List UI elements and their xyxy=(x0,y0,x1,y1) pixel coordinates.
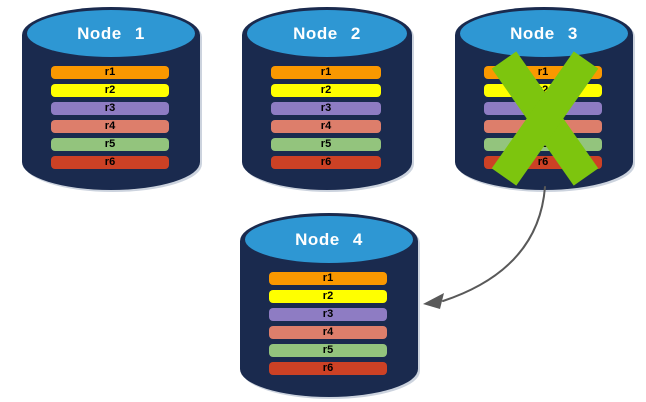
node-3-title: Node 3 xyxy=(510,23,578,43)
row-r5: r5 xyxy=(51,138,169,151)
row-r4: r4 xyxy=(269,326,387,339)
row-r1: r1 xyxy=(271,66,381,79)
row-r6: r6 xyxy=(484,156,602,169)
node-2-title: Node 2 xyxy=(293,23,361,43)
row-r3: r3 xyxy=(484,102,602,115)
arrowhead-icon xyxy=(423,293,444,309)
row-r2: r2 xyxy=(484,84,602,97)
row-r5: r5 xyxy=(271,138,381,151)
row-r2: r2 xyxy=(51,84,169,97)
row-r4: r4 xyxy=(51,120,169,133)
node-1-rows: r1 r2 r3 r4 r5 r6 xyxy=(51,66,169,169)
node-4-rows: r1 r2 r3 r4 r5 r6 xyxy=(269,272,387,375)
node-3-cylinder-top: Node 3 xyxy=(460,10,628,57)
row-r2: r2 xyxy=(271,84,381,97)
node-3-cylinder: Node 3 r1 r2 r3 r4 r5 r6 xyxy=(455,7,633,190)
row-r1: r1 xyxy=(51,66,169,79)
row-r1: r1 xyxy=(484,66,602,79)
node-1-cylinder-top: Node 1 xyxy=(27,10,195,57)
row-r3: r3 xyxy=(269,308,387,321)
node-1-cylinder: Node 1 r1 r2 r3 r4 r5 r6 xyxy=(22,7,200,190)
node-4-cylinder: Node 4 r1 r2 r3 r4 r5 r6 xyxy=(240,213,418,397)
node-1-title: Node 1 xyxy=(77,23,145,43)
replication-arrow xyxy=(423,186,546,309)
node-3-rows: r1 r2 r3 r4 r5 r6 xyxy=(484,66,602,169)
row-r3: r3 xyxy=(51,102,169,115)
node-2-cylinder-top: Node 2 xyxy=(247,10,407,57)
node-2-cylinder: Node 2 r1 r2 r3 r4 r5 r6 xyxy=(242,7,412,190)
row-r6: r6 xyxy=(271,156,381,169)
row-r1: r1 xyxy=(269,272,387,285)
row-r4: r4 xyxy=(271,120,381,133)
row-r2: r2 xyxy=(269,290,387,303)
row-r5: r5 xyxy=(269,344,387,357)
row-r6: r6 xyxy=(269,362,387,375)
row-r4: r4 xyxy=(484,120,602,133)
row-r6: r6 xyxy=(51,156,169,169)
row-r3: r3 xyxy=(271,102,381,115)
node-4-cylinder-top: Node 4 xyxy=(245,216,413,263)
node-4-title: Node 4 xyxy=(295,229,363,249)
row-r5: r5 xyxy=(484,138,602,151)
node-2-rows: r1 r2 r3 r4 r5 r6 xyxy=(271,66,381,169)
